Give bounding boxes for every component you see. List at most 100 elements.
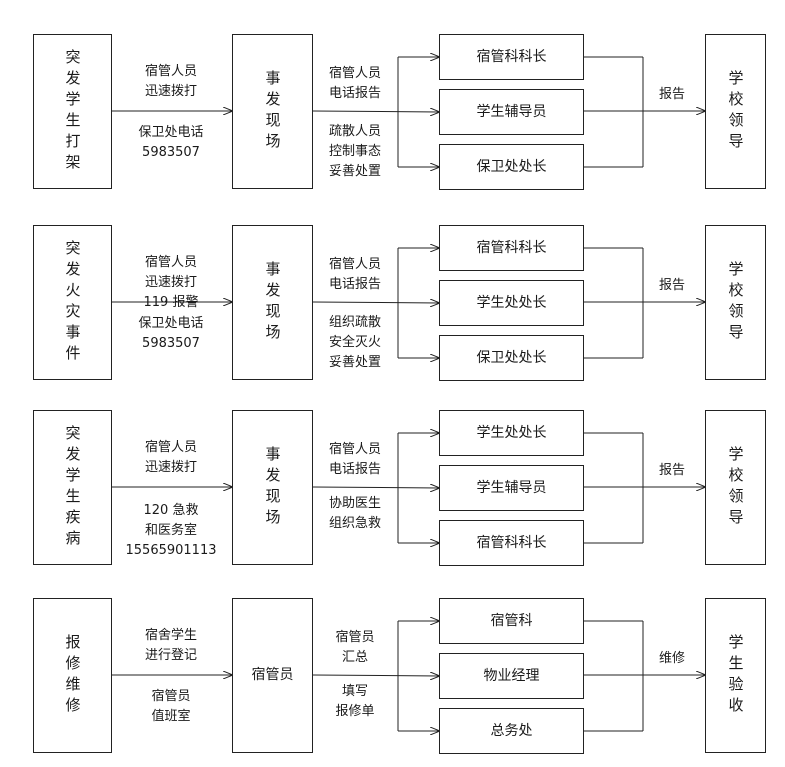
report-label: 宿管人员电话报告 <box>295 440 415 480</box>
report-label-line: 宿管员 <box>335 630 375 645</box>
report-label-line: 宿管人员 <box>328 257 381 272</box>
report-label: 宿管人员电话报告 <box>295 255 415 295</box>
call-label-line: 119 报警 <box>143 295 199 310</box>
target-box-text: 物业经理 <box>483 667 540 684</box>
target-box: 宿管科科长 <box>439 225 584 271</box>
report-word-text: 报告 <box>658 278 685 293</box>
event-box: 突发学生疾病 <box>33 410 112 565</box>
final-box: 学生验收 <box>705 598 766 753</box>
action-label-line: 妥善处置 <box>328 355 381 370</box>
phone-label-line: 5983507 <box>142 145 200 160</box>
event-box: 突发学生打架 <box>33 34 112 189</box>
action-label-line: 组织疏散 <box>328 315 381 330</box>
phone-label: 120 急救和医务室 15565901113 <box>111 501 231 561</box>
phone-label-line: 和医务室 <box>144 523 197 538</box>
phone-label-line: 宿管员 <box>151 689 191 704</box>
report-word-text: 报告 <box>658 87 685 102</box>
scene-box: 事发现场 <box>232 34 313 189</box>
action-label-line: 报修单 <box>335 704 375 719</box>
call-label-line: 宿管人员 <box>144 64 197 79</box>
final-box-text: 学校领导 <box>726 69 745 154</box>
event-box-text: 突发学生打架 <box>63 48 82 175</box>
scene-box-text: 事发现场 <box>263 69 282 154</box>
phone-label-line: 120 急救 <box>143 503 199 518</box>
target-box: 学生辅导员 <box>439 89 584 135</box>
target-box: 学生辅导员 <box>439 465 584 511</box>
scene-box-text: 事发现场 <box>263 445 282 530</box>
target-box-text: 宿管科科长 <box>476 48 547 65</box>
action-label: 协助医生组织急救 <box>295 494 415 534</box>
target-box: 宿管科科长 <box>439 34 584 80</box>
phone-label: 保卫处电话 5983507 <box>111 123 231 163</box>
report-label: 宿管员汇总 <box>295 628 415 668</box>
phone-label-line: 15565901113 <box>125 543 217 558</box>
call-label-line: 迅速拨打 <box>144 460 197 475</box>
arrow-to-middle-target <box>312 302 439 303</box>
target-box-text: 学生辅导员 <box>476 479 547 496</box>
target-box: 保卫处处长 <box>439 335 584 381</box>
target-box: 学生处处长 <box>439 410 584 456</box>
report-word: 报告 <box>612 85 732 105</box>
call-label-line: 迅速拨打 <box>144 84 197 99</box>
report-label-line: 电话报告 <box>328 277 381 292</box>
target-box: 总务处 <box>439 708 584 754</box>
report-word: 报告 <box>612 276 732 296</box>
call-label-line: 宿管人员 <box>144 255 197 270</box>
event-box: 突发火灾事件 <box>33 225 112 380</box>
target-box-text: 宿管科科长 <box>476 534 547 551</box>
scene-box: 事发现场 <box>232 410 313 565</box>
phone-label-line: 值班室 <box>151 709 191 724</box>
action-label-line: 填写 <box>341 684 368 699</box>
action-label-line: 控制事态 <box>328 144 381 159</box>
call-label: 宿管人员迅速拨打 <box>111 62 231 102</box>
action-label: 填写报修单 <box>295 682 415 722</box>
action-label-line: 安全灭火 <box>328 335 381 350</box>
call-label-line: 宿舍学生 <box>144 628 197 643</box>
action-label: 疏散人员控制事态妥善处置 <box>295 122 415 182</box>
event-box: 报修维修 <box>33 598 112 753</box>
final-box: 学校领导 <box>705 225 766 380</box>
target-box-text: 宿管科科长 <box>476 239 547 256</box>
action-label-line: 协助医生 <box>328 496 381 511</box>
report-label: 宿管人员电话报告 <box>295 64 415 104</box>
report-word: 报告 <box>612 461 732 481</box>
target-box-text: 学生处处长 <box>476 294 547 311</box>
report-label-line: 汇总 <box>341 650 368 665</box>
phone-label-line: 保卫处电话 <box>138 316 204 331</box>
event-box-text: 报修维修 <box>63 633 82 718</box>
scene-box-text: 事发现场 <box>263 260 282 345</box>
phone-label-line: 5983507 <box>142 336 200 351</box>
target-box-text: 学生处处长 <box>476 424 547 441</box>
target-box: 物业经理 <box>439 653 584 699</box>
event-box-text: 突发火灾事件 <box>63 239 82 366</box>
final-box: 学校领导 <box>705 410 766 565</box>
arrow-to-middle-target <box>312 487 439 488</box>
report-label-line: 宿管人员 <box>328 442 381 457</box>
report-label-line: 电话报告 <box>328 462 381 477</box>
target-box: 学生处处长 <box>439 280 584 326</box>
action-label-line: 妥善处置 <box>328 164 381 179</box>
call-label-line: 进行登记 <box>144 648 197 663</box>
report-word-text: 维修 <box>658 651 685 666</box>
target-box-text: 保卫处处长 <box>476 158 547 175</box>
action-label-line: 疏散人员 <box>328 124 381 139</box>
action-label-line: 组织急救 <box>328 516 381 531</box>
call-label: 宿管人员迅速拨打 <box>111 438 231 478</box>
action-label: 组织疏散安全灭火妥善处置 <box>295 313 415 373</box>
arrow-to-middle-target <box>312 675 439 676</box>
final-box-text: 学校领导 <box>726 260 745 345</box>
phone-label-line: 保卫处电话 <box>138 125 204 140</box>
target-box-text: 保卫处处长 <box>476 349 547 366</box>
call-label-line: 宿管人员 <box>144 440 197 455</box>
arrow-to-middle-target <box>312 111 439 112</box>
scene-box: 宿管员 <box>232 598 313 753</box>
target-box-text: 学生辅导员 <box>476 103 547 120</box>
final-box: 学校领导 <box>705 34 766 189</box>
phone-label: 宿管员值班室 <box>111 687 231 727</box>
target-box-text: 宿管科 <box>490 612 533 629</box>
phone-label: 保卫处电话 5983507 <box>111 314 231 354</box>
target-box-text: 总务处 <box>490 722 533 739</box>
report-word-text: 报告 <box>658 463 685 478</box>
